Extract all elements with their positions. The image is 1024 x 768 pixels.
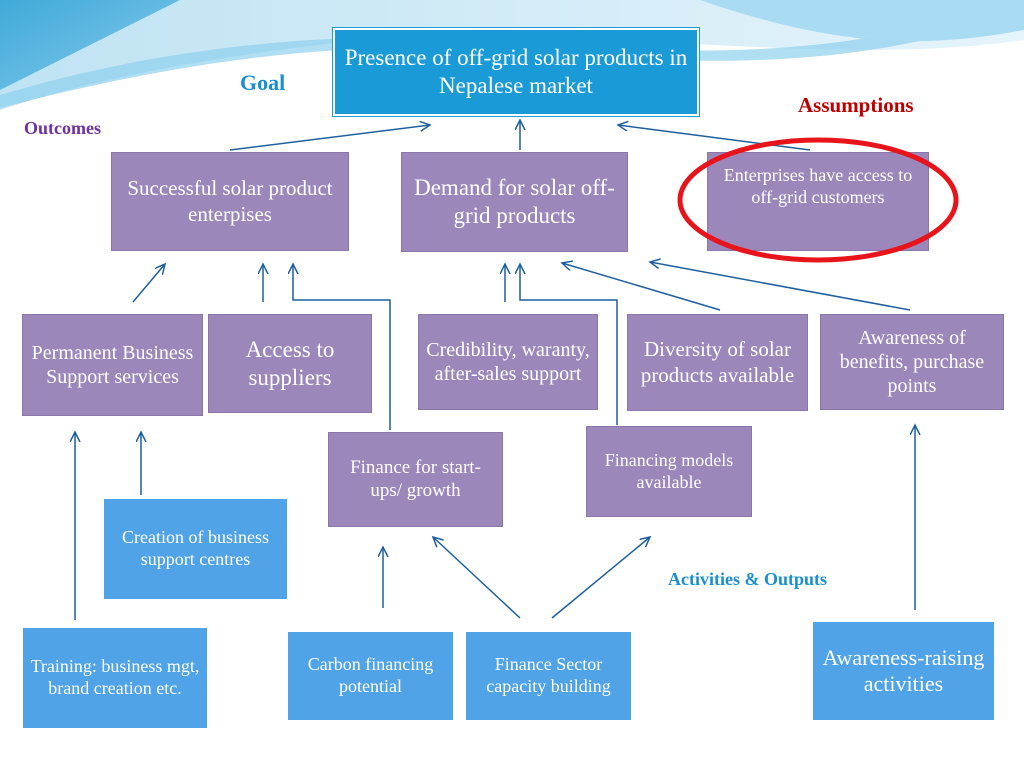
output-awareness: Awareness of benefits, purchase points — [820, 314, 1004, 410]
outcome-demand-text: Demand for solar off-grid products — [414, 175, 615, 228]
goal-box: Presence of off-grid solar products in N… — [333, 28, 699, 116]
activities-label: Activities & Outputs — [668, 569, 827, 589]
output-credibility-text: Credibility, waranty, after-sales suppor… — [426, 339, 590, 385]
output-financing-models-text: Financing models available — [604, 449, 734, 492]
goal-label: Goal — [240, 70, 286, 95]
arrow-assumption-to-goal — [618, 125, 811, 151]
output-creation-centres: Creation of business support centres — [103, 498, 288, 600]
output-creation-text: Creation of business support centres — [122, 527, 269, 569]
output-permanent-support: Permanent Business Support services — [22, 314, 203, 416]
arrow-awareness-to-demand — [650, 262, 911, 311]
arrow-financing-models-to-demand — [520, 264, 618, 425]
activity-finance-sector-text: Finance Sector capacity building — [486, 654, 611, 696]
assumption-enterprises-access: Enterprises have access to off-grid cust… — [707, 152, 929, 251]
activity-carbon-financing: Carbon financing potential — [287, 631, 454, 721]
activity-carbon-text: Carbon financing potential — [307, 654, 434, 696]
outcome-demand: Demand for solar off-grid products — [401, 152, 628, 252]
outcome-enterprises: Successful solar product enterpises — [111, 152, 349, 251]
output-diversity: Diversity of solar products available — [627, 314, 808, 411]
output-financing-models: Financing models available — [586, 426, 752, 517]
arrow-diversity-to-demand — [562, 263, 721, 311]
assumptions-label-text: Assumptions — [798, 94, 914, 117]
arrow-finance-startups-to-enterprises — [293, 264, 391, 430]
assumption-text: Enterprises have access to off-grid cust… — [723, 165, 913, 207]
activity-training: Training: business mgt, brand creation e… — [22, 627, 208, 729]
arrow-financesector-to-finance — [433, 537, 521, 619]
arrow-enterprises-to-goal — [229, 125, 430, 151]
output-access-suppliers: Access to suppliers — [208, 314, 372, 413]
goal-text: Presence of off-grid solar products in N… — [344, 45, 688, 98]
outcome-enterprises-text: Successful solar product enterpises — [127, 176, 333, 226]
output-permanent-text: Permanent Business Support services — [31, 342, 194, 388]
output-credibility: Credibility, waranty, after-sales suppor… — [418, 314, 598, 410]
output-suppliers-text: Access to suppliers — [245, 336, 335, 390]
outcomes-label: Outcomes — [24, 118, 101, 138]
output-diversity-text: Diversity of solar products available — [640, 337, 795, 387]
output-awareness-text: Awareness of benefits, purchase points — [839, 327, 985, 397]
output-finance-startups: Finance for start-ups/ growth — [328, 432, 503, 527]
output-finance-startups-text: Finance for start-ups/ growth — [350, 456, 481, 501]
activity-awareness-raising: Awareness-raising activities — [812, 621, 995, 721]
arrow-financesector-to-models — [551, 537, 650, 619]
activity-finance-sector: Finance Sector capacity building — [465, 631, 632, 721]
assumptions-label: Assumptions — [798, 94, 948, 138]
arrow-permanent-to-enterprises — [132, 264, 165, 303]
activity-awareness-raising-text: Awareness-raising activities — [822, 644, 985, 696]
activity-training-text: Training: business mgt, brand creation e… — [30, 656, 200, 698]
